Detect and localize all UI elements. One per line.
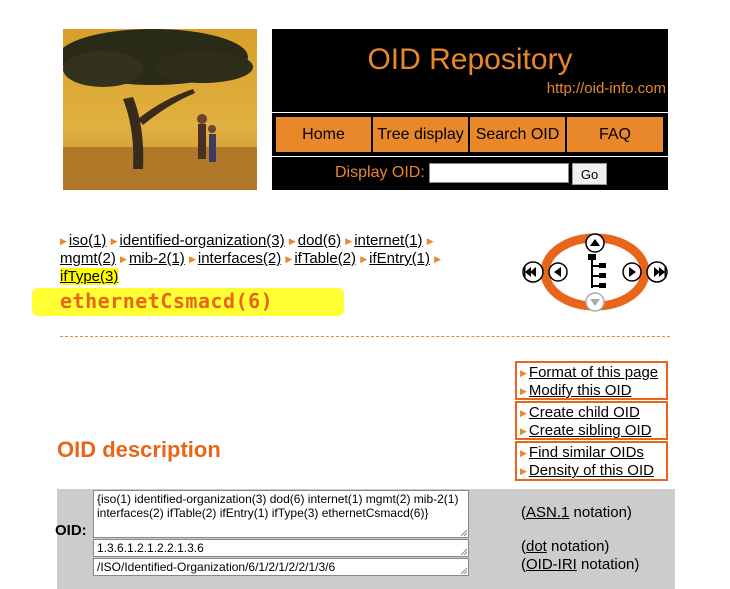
oid-label: OID: [55, 522, 87, 539]
triangle-icon: ▶ [434, 254, 442, 264]
sibling-down-arrow-icon[interactable] [585, 292, 605, 312]
asn1-link[interactable]: ASN.1 [526, 504, 570, 521]
triangle-icon: ▶ [520, 426, 527, 436]
previous-sibling-icon[interactable] [548, 262, 568, 282]
triangle-icon: ▶ [520, 386, 527, 396]
section-divider [60, 336, 670, 337]
nav-home-button[interactable]: Home [275, 116, 372, 153]
asn1-notation-label: (ASN.1 notation) [521, 504, 632, 521]
menu-group-page: ▶Format of this page ▶Modify this OID [515, 361, 668, 400]
iri-value: /ISO/Identified-Organization/6/1/2/1/2/2… [97, 560, 336, 574]
section-title: OID description [57, 437, 221, 462]
triangle-icon: ▶ [426, 236, 434, 246]
iri-notation-textarea[interactable]: /ISO/Identified-Organization/6/1/2/1/2/2… [93, 558, 469, 576]
tree-navigator [520, 232, 670, 312]
triangle-icon: ▶ [520, 408, 527, 418]
breadcrumb-dod[interactable]: dod(6) [297, 232, 342, 249]
breadcrumb: ▶iso(1) ▶identified-organization(3) ▶dod… [60, 232, 480, 286]
tree-icon[interactable] [588, 254, 606, 288]
breadcrumb-iftype[interactable]: ifType(3) [60, 268, 119, 285]
header-photo [63, 29, 257, 190]
menu-group-find: ▶Find similar OIDs ▶Density of this OID [515, 441, 668, 481]
breadcrumb-mgmt[interactable]: mgmt(2) [60, 250, 116, 267]
nav-search-oid-button[interactable]: Search OID [469, 116, 566, 153]
site-banner: OID Repository http://oid-info.com [272, 29, 668, 112]
paren: ( [521, 556, 526, 573]
modify-oid-link[interactable]: Modify this OID [528, 382, 632, 399]
resize-grip-icon[interactable] [459, 566, 467, 574]
breadcrumb-iso[interactable]: iso(1) [68, 232, 107, 249]
density-oid-link[interactable]: Density of this OID [528, 462, 654, 479]
triangle-icon: ▶ [520, 466, 527, 476]
dot-notation-textarea[interactable]: 1.3.6.1.2.1.2.2.1.3.6 [93, 539, 469, 557]
breadcrumb-mib-2[interactable]: mib-2(1) [128, 250, 185, 267]
asn1-notation-textarea[interactable]: {iso(1) identified-organization(3) dod(6… [93, 490, 469, 538]
site-title[interactable]: OID Repository [367, 43, 573, 76]
create-child-oid-link[interactable]: Create child OID [528, 404, 640, 421]
resize-grip-icon[interactable] [459, 547, 467, 555]
parent-arrow-icon[interactable] [585, 233, 605, 253]
breadcrumb-internet[interactable]: internet(1) [354, 232, 423, 249]
last-sibling-icon[interactable] [646, 261, 668, 283]
triangle-icon: ▶ [110, 236, 118, 246]
asn1-value: {iso(1) identified-organization(3) dod(6… [97, 492, 459, 520]
first-sibling-icon[interactable] [522, 261, 544, 283]
breadcrumb-identified-organization[interactable]: identified-organization(3) [119, 232, 285, 249]
triangle-icon: ▶ [520, 448, 527, 458]
display-oid-input[interactable] [429, 163, 569, 183]
triangle-icon: ▶ [188, 254, 196, 264]
triangle-icon: ▶ [360, 254, 368, 264]
format-page-link[interactable]: Format of this page [528, 364, 659, 381]
display-oid-label: Display OID: [335, 164, 425, 181]
go-button[interactable]: Go [572, 163, 607, 185]
breadcrumb-iftable[interactable]: ifTable(2) [294, 250, 357, 267]
breadcrumb-ifentry[interactable]: ifEntry(1) [369, 250, 430, 267]
iri-notation-label: (OID-IRI notation) [521, 556, 639, 573]
dot-notation-label: (dot notation) [521, 538, 609, 555]
site-url[interactable]: http://oid-info.com [546, 80, 666, 97]
triangle-icon: ▶ [285, 254, 293, 264]
iri-link[interactable]: OID-IRI [526, 556, 577, 573]
notation-suffix: notation) [569, 504, 632, 521]
triangle-icon: ▶ [120, 254, 127, 264]
nav-tree-display-button[interactable]: Tree display [372, 116, 469, 153]
notation-suffix: notation) [576, 556, 640, 573]
triangle-icon: ▶ [345, 236, 353, 246]
menu-group-create: ▶Create child OID ▶Create sibling OID [515, 401, 668, 440]
next-sibling-icon[interactable] [622, 262, 642, 282]
triangle-icon: ▶ [60, 236, 67, 246]
find-similar-oids-link[interactable]: Find similar OIDs [528, 444, 644, 461]
main-nav: Home Tree display Search OID FAQ [272, 113, 668, 156]
display-oid-bar: Display OID: Go [272, 157, 668, 190]
nav-faq-button[interactable]: FAQ [566, 116, 664, 153]
dot-value: 1.3.6.1.2.1.2.2.1.3.6 [97, 541, 204, 555]
breadcrumb-interfaces[interactable]: interfaces(2) [197, 250, 282, 267]
create-sibling-oid-link[interactable]: Create sibling OID [528, 422, 652, 439]
notation-suffix: notation) [546, 538, 610, 555]
resize-grip-icon[interactable] [459, 528, 467, 536]
triangle-icon: ▶ [520, 368, 527, 378]
triangle-icon: ▶ [288, 236, 296, 246]
dot-link[interactable]: dot [526, 538, 547, 555]
current-oid-name: ethernetCsmacd(6) [60, 289, 274, 313]
oid-table: OID: {iso(1) identified-organization(3) … [55, 489, 675, 589]
current-oid-highlight: ethernetCsmacd(6) [32, 288, 344, 316]
paren: ( [521, 538, 526, 555]
paren: ( [521, 504, 526, 521]
